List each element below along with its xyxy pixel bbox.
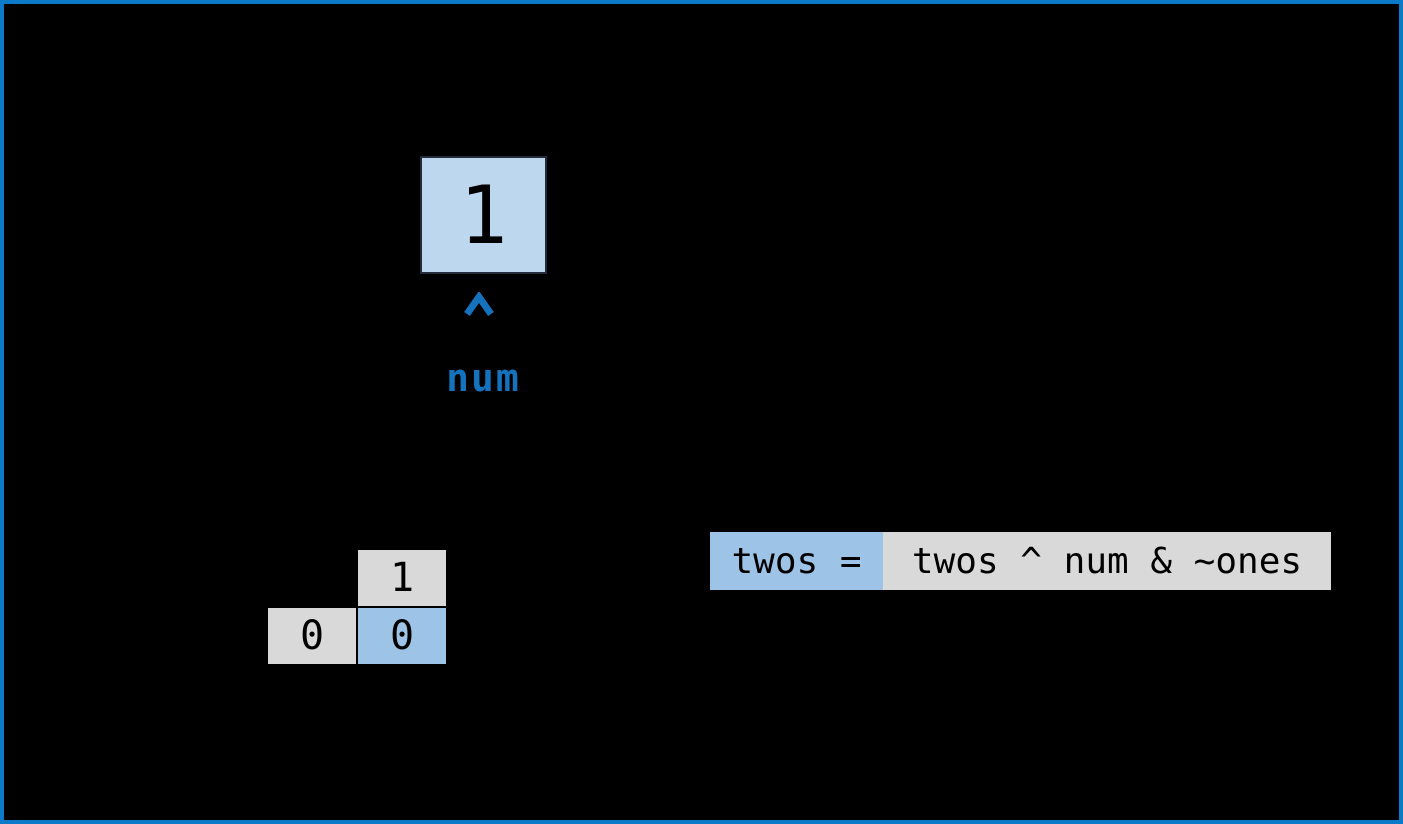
bit-cell-bottom-right-value: 0 xyxy=(389,613,415,659)
bit-cell-bottom-left-value: 0 xyxy=(299,613,325,659)
bit-cell-top-value: 1 xyxy=(389,555,415,601)
bit-cell-bottom-right: 0 xyxy=(356,606,448,666)
num-value-box: 1 xyxy=(420,156,547,274)
bit-cell-top: 1 xyxy=(356,548,448,608)
expression-rhs: twos ^ num & ~ones xyxy=(883,532,1331,590)
num-value: 1 xyxy=(459,168,508,262)
num-pointer-label: num xyxy=(446,356,521,400)
expression-lhs: twos = xyxy=(710,532,883,590)
caret-up-icon xyxy=(464,292,494,317)
bit-cell-bottom-left: 0 xyxy=(266,606,358,666)
expression-strip: twos = twos ^ num & ~ones xyxy=(710,532,1331,590)
